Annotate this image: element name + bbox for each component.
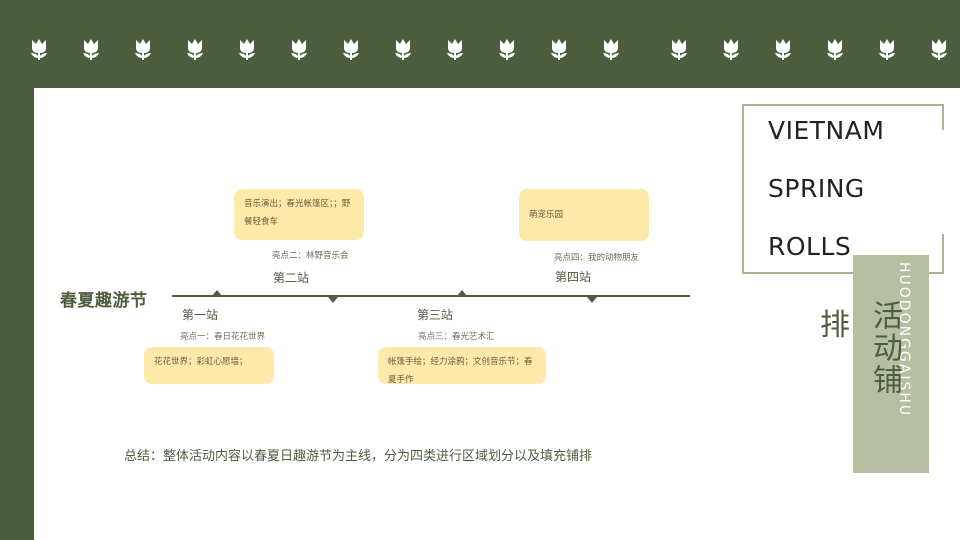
tulip-icon — [135, 39, 151, 60]
station-4-highlight: 亮点四：我的动物朋友 — [554, 253, 640, 263]
station-3-highlight: 亮点三：春光艺术汇 — [418, 332, 495, 342]
tulip-icon — [879, 39, 895, 60]
tulip-icon — [291, 39, 307, 60]
vertical-chinese-title: 活动铺 — [867, 300, 902, 396]
timeline-marker-up — [212, 290, 222, 296]
tulip-icon — [395, 39, 411, 60]
tulip-icon — [83, 39, 99, 60]
brand-frame-edge — [942, 104, 944, 130]
brand-line-2: SPRING — [768, 174, 865, 203]
station-3-box: 帐篷手绘；经力涂鸦；文创音乐节；春夏手作 — [378, 347, 546, 385]
chinese-title-extra: 排 — [820, 308, 850, 343]
brand-line-1: VIETNAM — [768, 116, 885, 145]
brand-line-3: ROLLS — [768, 232, 852, 261]
station-4-label: 第四站 — [555, 270, 592, 284]
top-decoration-band — [0, 0, 960, 88]
station-3-label: 第三站 — [417, 308, 454, 322]
tulip-icon — [603, 39, 619, 60]
station-2-box: 音乐演出；春光帐篷区；；野餐轻食车 — [234, 189, 364, 240]
tulip-icon — [187, 39, 203, 60]
summary-text: 总结：整体活动内容以春夏日趣游节为主线，分为四类进行区域划分以及填充铺排 — [124, 449, 593, 464]
vertical-title-bar — [853, 255, 929, 473]
tulip-icon — [671, 39, 687, 60]
station-1-label: 第一站 — [182, 308, 219, 322]
tulip-icon — [499, 39, 515, 60]
tulip-icon — [343, 39, 359, 60]
tulip-icon — [551, 39, 567, 60]
station-4-box: 萌宠乐园 — [519, 189, 649, 241]
vertical-english-title: HUODONGGAISHU — [896, 262, 912, 418]
timeline-marker-up — [457, 290, 467, 296]
tulip-icon — [31, 39, 47, 60]
brand-frame — [742, 104, 944, 274]
station-2-highlight: 亮点二：林野音乐会 — [272, 251, 349, 261]
brand-frame-edge — [942, 234, 944, 274]
station-1-box: 花花世界；彩虹心愿墙； — [144, 347, 274, 384]
tulip-icon — [827, 39, 843, 60]
station-1-highlight: 亮点一：春日花花世界 — [180, 332, 266, 342]
tulip-icon — [447, 39, 463, 60]
tulip-icon — [239, 39, 255, 60]
timeline-marker-down — [328, 297, 338, 303]
tulip-icon — [723, 39, 739, 60]
timeline-title: 春夏趣游节 — [60, 291, 148, 311]
timeline-axis — [172, 295, 690, 297]
tulip-icon — [931, 39, 947, 60]
station-2-label: 第二站 — [273, 271, 310, 285]
tulip-icon — [775, 39, 791, 60]
timeline-marker-down — [587, 297, 597, 303]
